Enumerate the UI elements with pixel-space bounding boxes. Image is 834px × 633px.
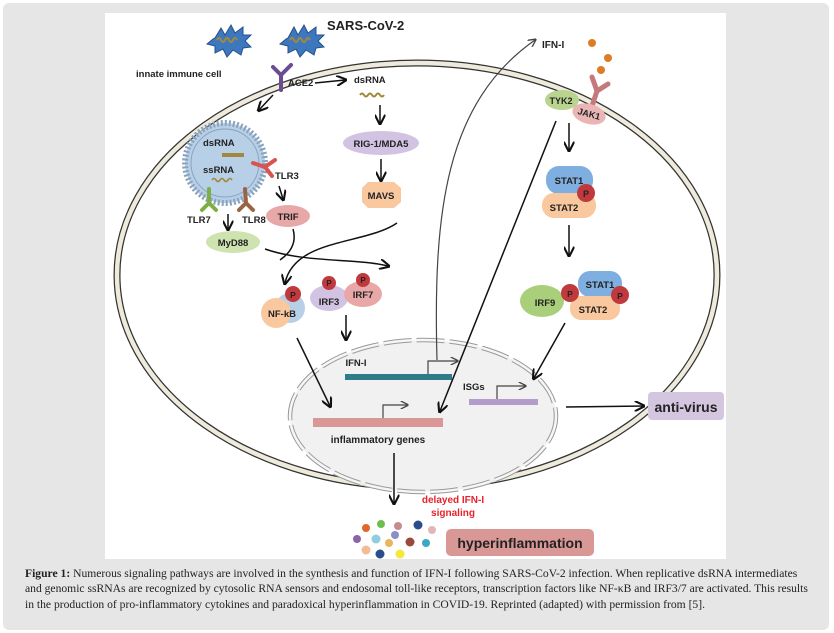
ssrna-endo-label: ssRNA bbox=[203, 165, 234, 176]
arrow bbox=[440, 120, 557, 411]
promoter-arrow bbox=[496, 386, 525, 399]
virus-particle bbox=[205, 23, 253, 58]
antivirus-box bbox=[648, 392, 724, 420]
stat1-label: STAT1 bbox=[555, 176, 584, 187]
arrow bbox=[314, 80, 345, 83]
myd88-label: MyD88 bbox=[218, 238, 249, 249]
mavs-label: MAVS bbox=[368, 191, 395, 202]
stat1-stat2-dimer bbox=[542, 166, 596, 218]
irf9-label: IRF9 bbox=[535, 298, 556, 309]
ace2-receptor bbox=[271, 63, 293, 92]
arrow bbox=[264, 248, 388, 266]
rig1-label: RIG-1/MDA5 bbox=[354, 139, 410, 150]
nfkb-label: NF-kB bbox=[268, 309, 296, 320]
isgf3-complex bbox=[520, 271, 629, 320]
irf3-irf7-complex bbox=[310, 273, 382, 311]
promoter-arrow bbox=[382, 405, 407, 418]
tlr7-label: TLR7 bbox=[187, 215, 211, 226]
dsrna-endo-label: dsRNA bbox=[203, 138, 235, 149]
cell-label: innate immune cell bbox=[136, 69, 222, 80]
hyperinflammation-box bbox=[446, 529, 594, 556]
tlr8-label: TLR8 bbox=[242, 215, 266, 226]
ace2-label: ACE2 bbox=[288, 78, 313, 89]
caption-label: Figure 1: bbox=[25, 567, 71, 580]
hyperinflammation-label: hyperinflammation bbox=[457, 535, 582, 551]
caption-text: Numerous signaling pathways are involved… bbox=[25, 567, 808, 611]
jak1-node bbox=[572, 103, 606, 125]
inflam-gene-bar bbox=[313, 418, 443, 427]
delayed-label-line1: delayed IFN-I bbox=[422, 495, 484, 506]
arrow bbox=[565, 406, 643, 407]
ifn-gene-bar bbox=[345, 374, 452, 380]
arrow bbox=[259, 94, 274, 110]
promoter-arrow bbox=[427, 361, 457, 374]
arrow bbox=[296, 337, 330, 406]
ifn-gene-label: IFN-I bbox=[345, 358, 366, 369]
figure-caption: Figure 1: Numerous signaling pathways ar… bbox=[25, 566, 815, 612]
rig1-mda5-node bbox=[343, 131, 419, 155]
nucleus bbox=[287, 337, 559, 495]
trif-node bbox=[266, 205, 310, 227]
figure-diagram: SARS-CoV-2 innate immune cell ACE2 dsRNA… bbox=[105, 13, 726, 559]
phospho-label: P bbox=[567, 289, 573, 299]
arrow bbox=[285, 222, 398, 283]
dsrna-strand bbox=[359, 92, 385, 98]
stat2-label: STAT2 bbox=[550, 203, 579, 214]
arrow bbox=[279, 185, 283, 199]
myd88-node bbox=[206, 231, 260, 253]
tlr3-receptor bbox=[251, 158, 277, 178]
ifn-export-arrow bbox=[435, 40, 535, 361]
dsrna-strand bbox=[222, 153, 244, 157]
phospho-label: P bbox=[360, 276, 366, 285]
endosome bbox=[182, 120, 268, 206]
arrow bbox=[279, 228, 295, 261]
delayed-label-line2: signaling bbox=[431, 508, 475, 519]
irf3-label: IRF3 bbox=[319, 297, 340, 308]
isg-gene-bar bbox=[469, 399, 538, 405]
ifn-molecules bbox=[588, 39, 612, 74]
tlr8-receptor bbox=[237, 187, 255, 212]
tlr3-label: TLR3 bbox=[275, 171, 299, 182]
tyk2-node bbox=[545, 90, 579, 110]
phospho-label: P bbox=[583, 189, 589, 199]
ifn-out-label: IFN-I bbox=[542, 40, 564, 51]
isgs-label: ISGs bbox=[463, 382, 485, 393]
irf7-label: IRF7 bbox=[353, 290, 374, 301]
tlr7-receptor bbox=[200, 187, 218, 212]
stat1-label: STAT1 bbox=[586, 280, 615, 291]
tyk2-label: TYK2 bbox=[549, 96, 572, 106]
stat2-label: STAT2 bbox=[579, 305, 608, 316]
antivirus-label: anti-virus bbox=[654, 399, 717, 415]
cytokine-dots bbox=[353, 520, 436, 559]
virus-particle bbox=[278, 23, 326, 58]
phospho-label: P bbox=[290, 290, 296, 300]
inflam-genes-label: inflammatory genes bbox=[331, 435, 426, 446]
phospho-label: P bbox=[326, 279, 332, 288]
nfkb-complex bbox=[261, 286, 305, 328]
mavs-node bbox=[362, 182, 401, 208]
virus-label: SARS-CoV-2 bbox=[327, 18, 404, 33]
arrow bbox=[534, 322, 566, 378]
ssrna-strand bbox=[211, 177, 233, 183]
trif-label: TRIF bbox=[277, 212, 298, 223]
dsrna-cyto-label: dsRNA bbox=[354, 75, 386, 86]
phospho-label: P bbox=[617, 291, 623, 301]
